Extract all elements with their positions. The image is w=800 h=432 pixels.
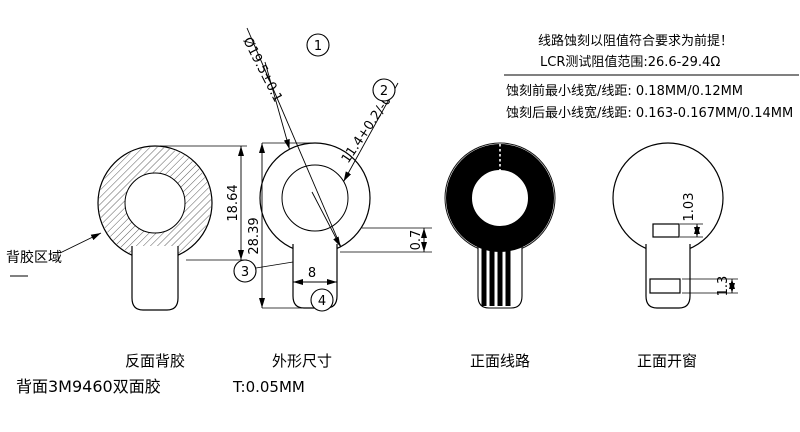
inner-circle (124, 172, 186, 234)
caption-back-adhesive: 反面背胶 (125, 352, 185, 370)
view-front-circuit (444, 142, 556, 309)
tab-outline (131, 246, 179, 311)
leader-line (59, 232, 102, 254)
connector-traces (481, 240, 511, 306)
inner-circle (281, 164, 349, 232)
balloon-3: 3 (233, 259, 257, 283)
balloon-2-number: 2 (380, 84, 388, 99)
dim-outer-diameter: Ø19.5±0.1 (239, 35, 284, 105)
caption-front-window: 正面开窗 (637, 352, 697, 370)
view-front-window: 1.03 1.3 (612, 142, 738, 309)
view-captions: 反面背胶 外形尺寸 正面线路 正面开窗 背面3M9460双面胶 T:0.05MM (16, 352, 697, 396)
diameter-arrow (264, 61, 290, 150)
balloon-2: 2 (372, 78, 396, 102)
dim-total-height: 28.39 (247, 217, 262, 254)
dim-adhesive-height: 18.64 (226, 184, 241, 221)
caption-backing-tape: 背面3M9460双面胶 (16, 377, 161, 396)
balloon-1: 1 (306, 33, 330, 57)
dim-tab-window-height: 1.3 (716, 276, 731, 297)
view-back-adhesive: 18.64 背胶区域 (6, 145, 247, 311)
caption-front-circuit: 正面线路 (470, 352, 530, 370)
diameter-leader (246, 27, 342, 248)
balloon-4-number: 4 (318, 294, 326, 309)
diameter-arrow (311, 191, 341, 247)
dim-tab-width: 8 (308, 266, 316, 281)
tab-window (649, 278, 681, 294)
dim-inner-diameter: 11.4+0.2/-0 (339, 93, 395, 166)
dim-window-height: 1.03 (682, 193, 697, 222)
view-outline-dimensions: Ø19.5±0.1 11.4+0.2/-0 28.39 8 0.7 1 2 3 (233, 27, 432, 312)
etching-notes: 线路蚀刻以阻值符合要求为前提！ LCR测试阻值范围:26.6-29.4Ω 蚀刻前… (504, 33, 799, 121)
note-pre-etch: 蚀刻前最小线宽/线距: 0.18MM/0.12MM (506, 83, 743, 99)
balloon-leader (255, 261, 294, 269)
note-lcr-range: LCR测试阻值范围:26.6-29.4Ω (540, 54, 720, 70)
note-post-etch: 蚀刻后最小线宽/线距: 0.163-0.167MM/0.14MM (506, 105, 793, 121)
balloon-3-number: 3 (241, 265, 249, 280)
caption-outline: 外形尺寸 (272, 352, 332, 370)
adhesive-hatch-ring (99, 147, 211, 259)
caption-thickness: T:0.05MM (232, 378, 305, 396)
center-window (652, 223, 680, 238)
dim-edge-gap: 0.7 (409, 230, 424, 251)
balloon-1-number: 1 (314, 39, 322, 54)
note-premise: 线路蚀刻以阻值符合要求为前提！ (538, 33, 733, 49)
adhesive-area-label: 背胶区域 (6, 249, 62, 266)
circuit-ring (446, 144, 554, 252)
tab-outline (645, 244, 691, 309)
balloon-4: 4 (310, 288, 334, 312)
